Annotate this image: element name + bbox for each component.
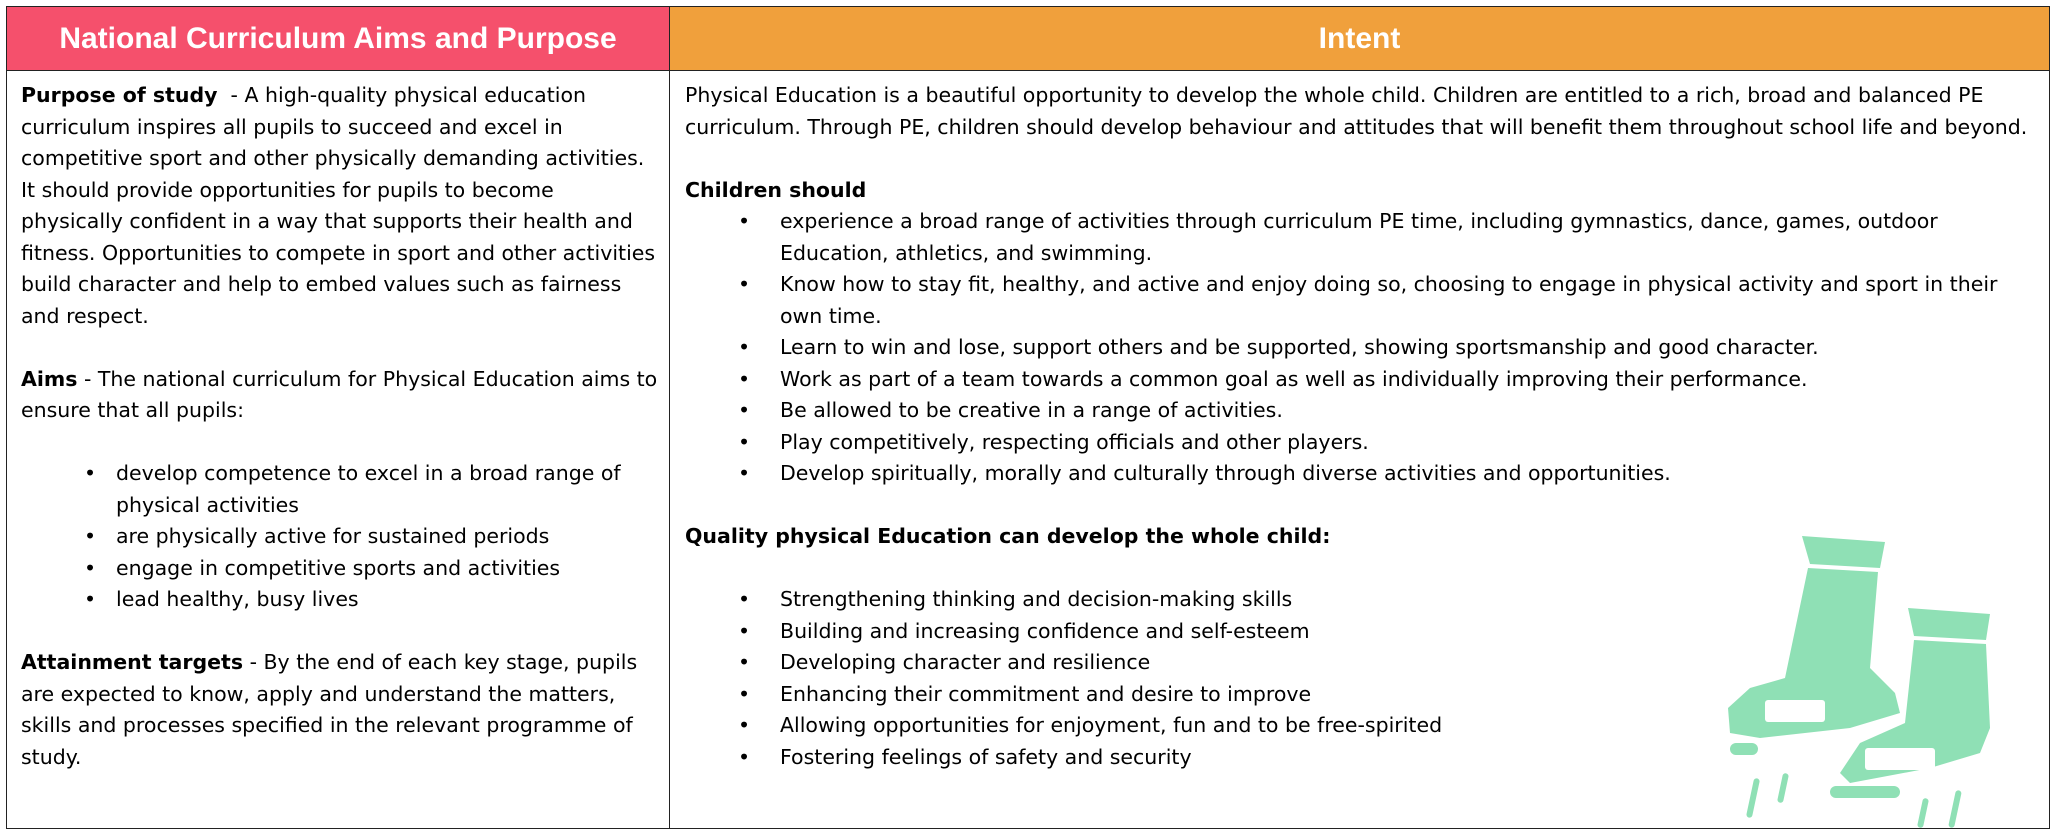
bullet-icon: • [83,461,97,485]
list-item: • Learn to win and lose, support others a… [685,332,2041,364]
header-aims-purpose: National Curriculum Aims and Purpose [7,7,669,71]
list-item: • are physically active for sustained per… [21,521,661,553]
list-item-text: experience a broad range of activities t… [780,209,1938,265]
quality-label: Quality physical Education can develop t… [685,521,2041,553]
aims-label: Aims [21,366,78,391]
children-should-list: • experience a broad range of activities … [685,206,2041,490]
list-item-text: Learn to win and lose, support others an… [780,335,1819,359]
bullet-icon: • [737,713,751,737]
column-divider [669,7,670,828]
header-intent-text: Intent [1318,21,1401,55]
list-item-text: Developing character and resilience [780,650,1151,674]
list-item: • Allowing opportunities for enjoyment, f… [685,710,2041,742]
aims-purpose-column: Purpose of study - A high-quality physic… [7,71,669,828]
targets-paragraph: Attainment targets - By the end of each … [21,647,661,773]
quality-label-text: Quality physical Education can develop t… [685,524,1331,548]
bullet-icon: • [737,272,751,296]
list-item-text: Fostering feelings of safety and securit… [780,744,1192,769]
curriculum-table: National Curriculum Aims and Purpose Int… [6,6,2050,829]
list-item: • Work as part of a team towards a common… [685,364,2041,396]
list-item-text: Know how to stay fit, healthy, and activ… [780,272,1998,328]
list-item: • develop competence to excel in a broad … [21,458,661,521]
purpose-text: - A high-quality physical education curr… [21,83,662,328]
list-item: • Fostering feelings of safety and securi… [685,742,2041,774]
bullet-icon: • [737,681,751,706]
bullet-icon: • [737,398,751,422]
purpose-label: Purpose of study [21,83,218,107]
list-item: • engage in competitive sports and activi… [21,553,661,585]
bullet-icon: • [737,650,751,674]
bullet-icon: • [737,429,751,454]
bullet-icon: • [737,744,751,769]
list-item-text: Be allowed to be creative in a range of … [780,398,1283,422]
header-intent: Intent [670,7,2049,71]
bullet-icon: • [737,618,751,643]
aims-paragraph: Aims - The national curriculum for Physi… [21,364,661,427]
list-item-text: engage in competitive sports and activit… [116,555,561,580]
list-item: • Develop spiritually, morally and cultur… [685,458,2041,490]
running-shoes-icon [1728,536,1990,828]
list-item: • experience a broad range of activities … [685,206,2041,269]
list-item: • Enhancing their commitment and desire t… [685,679,2041,711]
list-item: • Be allowed to be creative in a range of… [685,395,2041,427]
aims-list: • develop competence to excel in a broad … [21,458,661,616]
list-item-text: Play competitively, respecting officials… [780,429,1369,454]
list-item-text: Allowing opportunities for enjoyment, fu… [780,713,1443,737]
bullet-icon: • [737,366,751,391]
intent-intro: Physical Education is a beautiful opport… [685,83,2028,139]
list-item: • Developing character and resilience [685,647,2041,679]
list-item-text: are physically active for sustained peri… [116,524,550,548]
bullet-icon: • [737,209,751,233]
children-should-label-text: Children should [685,177,867,202]
purpose-paragraph: Purpose of study - A high-quality physic… [21,80,661,332]
bullet-icon: • [737,461,751,485]
list-item-text: develop competence to excel in a broad r… [116,461,621,517]
targets-label: Attainment targets [21,650,244,674]
list-item-text: Work as part of a team towards a common … [780,366,1808,391]
list-item: • Play competitively, respecting official… [685,427,2041,459]
list-item-text: lead healthy, busy lives [116,587,359,611]
list-item: • Building and increasing confidence and … [685,616,2041,648]
intent-column: Physical Education is a beautiful opport… [670,71,2049,828]
bullet-icon: • [83,587,97,611]
children-should-label: Children should [685,175,2041,207]
list-item: • lead healthy, busy lives [21,584,661,616]
header-aims-purpose-text: National Curriculum Aims and Purpose [59,21,617,55]
list-item-text: Strengthening thinking and decision-maki… [780,587,1293,611]
list-item-text: Develop spiritually, morally and cultura… [780,461,1671,485]
aims-text: - The national curriculum for Physical E… [21,366,658,423]
quality-list: • Strengthening thinking and decision-mak… [685,584,2041,773]
list-item: • Know how to stay fit, healthy, and acti… [685,269,2041,332]
bullet-icon: • [737,587,751,611]
bullet-icon: • [83,524,97,548]
list-item-text: Building and increasing confidence and s… [780,618,1310,643]
bullet-icon: • [737,335,751,359]
list-item-text: Enhancing their commitment and desire to… [780,681,1312,706]
targets-text: - By the end of each key stage, pupils a… [21,650,638,769]
bullet-icon: • [83,555,97,580]
list-item: • Strengthening thinking and decision-mak… [685,584,2041,616]
